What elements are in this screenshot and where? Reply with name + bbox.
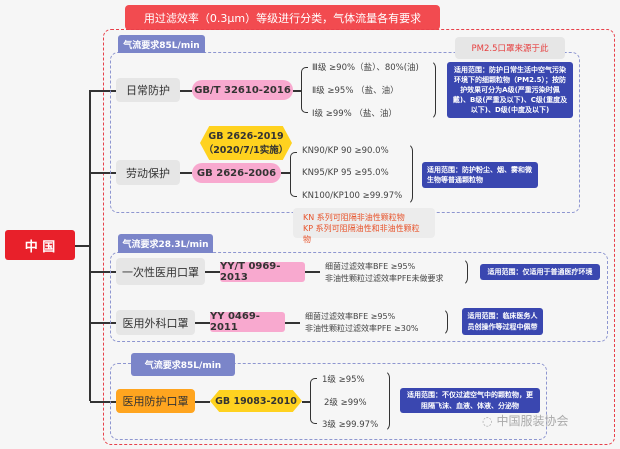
level-item: 2级 ≥99%	[324, 398, 367, 408]
watermark-text: 中国服装协会	[496, 414, 569, 428]
china-outer-frame	[103, 29, 615, 445]
category-disposable: 一次性医用口罩	[116, 258, 205, 285]
level-item: KN90/KP 90 ≥90.0%	[302, 146, 389, 156]
group3-label: 气流要求85L/min	[131, 353, 235, 376]
root-node: 中 国	[5, 230, 75, 260]
brace	[440, 308, 448, 336]
scope-labor: 适用范围：防护粉尘、烟、雾和微生物等普通颗粒物	[422, 162, 538, 188]
standard-labor: GB 2626-2006	[192, 163, 281, 183]
brace	[310, 378, 317, 424]
level-item: 1级 ≥95%	[322, 375, 365, 385]
category-protective: 医用防护口罩	[116, 389, 195, 413]
standard-protective: GB 19083-2010	[210, 390, 302, 412]
kn-kp-note: KN 系列可阻隔非油性颗粒物 KP 系列可阻隔油性和非油性颗粒物	[293, 208, 435, 244]
scope-daily: 适用范围：防护日常生活中空气污染环境下的细颗粒物（PM2.5）；按防护效果可分为…	[447, 62, 573, 118]
title-banner: 用过滤效率（0.3μm）等级进行分类，气体流量各有要求	[125, 5, 440, 30]
requirement-item: 非油性颗粒过滤效率PFE未做要求	[325, 274, 444, 283]
wechat-icon: ◌	[482, 413, 493, 428]
kn-note: KN 系列可阻隔非油性颗粒物	[303, 213, 405, 222]
scope-protective: 适用范围：不仅过滤空气中的颗粒物，更阻隔飞沫、血液、体液、分泌物	[400, 388, 540, 413]
watermark: ◌ 中国服装协会	[482, 412, 569, 429]
brace	[290, 152, 297, 197]
group3-frame	[110, 363, 547, 440]
connector	[180, 90, 192, 92]
connector	[281, 172, 290, 174]
connector	[90, 401, 116, 403]
level-item: Ⅲ级 ≥90%（盐）、80%(油)	[312, 63, 419, 73]
category-surgical: 医用外科口罩	[116, 310, 195, 335]
connector	[293, 90, 301, 92]
connector	[90, 172, 116, 174]
standard-surgical: YY 0469-2011	[210, 311, 285, 333]
requirement-item: 非油性颗粒过滤效率PFE ≥30%	[305, 324, 419, 333]
level-item: Ⅱ级 ≥95% （盐、油）	[312, 86, 399, 96]
brace	[382, 370, 390, 432]
new-standard-badge: GB 2626-2019 （2020/7/1实施）	[200, 126, 292, 160]
connector	[75, 245, 90, 247]
connector	[90, 90, 116, 92]
connector	[89, 90, 91, 401]
scope-disposable: 适用范围：仅适用于普通医疗环境	[480, 264, 600, 280]
pm25-note: PM2.5口罩来源于此	[455, 37, 565, 59]
level-item: 3级 ≥99.97%	[322, 420, 379, 430]
group2-frame	[110, 252, 608, 342]
kp-note: KP 系列可阻隔油性和非油性颗粒物	[303, 224, 420, 245]
connector	[195, 401, 210, 403]
connector	[205, 271, 220, 273]
brace	[405, 143, 413, 205]
standard-disposable: YY/T 0969-2013	[220, 261, 305, 283]
level-item: Ⅰ级 ≥99% （盐、油）	[312, 109, 397, 119]
brace	[460, 258, 468, 286]
connector	[305, 271, 320, 273]
connector	[90, 322, 116, 324]
connector	[180, 172, 192, 174]
level-item: KN95/KP 95 ≥95.0%	[302, 168, 389, 178]
connector	[285, 322, 300, 324]
requirement-item: 细菌过滤效率BFE ≥95%	[305, 312, 396, 321]
standard-daily: GB/T 32610-2016	[192, 80, 293, 100]
new-standard: GB 2626-2019	[208, 130, 284, 142]
level-item: KN100/KP100 ≥99.97%	[302, 191, 403, 201]
connector	[302, 401, 310, 403]
category-labor: 劳动保护	[116, 160, 180, 185]
connector	[195, 322, 210, 324]
group1-label: 气流要求85L/min	[118, 35, 205, 53]
connector	[90, 271, 116, 273]
brace	[428, 60, 436, 120]
requirement-item: 细菌过滤效率BFE ≥95%	[325, 262, 416, 271]
category-daily: 日常防护	[116, 78, 180, 102]
brace	[301, 67, 308, 113]
scope-surgical: 适用范围：临床医务人员创操作等过程中佩带	[462, 308, 543, 335]
group2-label: 气流要求28.3L/min	[118, 234, 213, 253]
new-standard-date: （2020/7/1实施）	[203, 144, 289, 156]
